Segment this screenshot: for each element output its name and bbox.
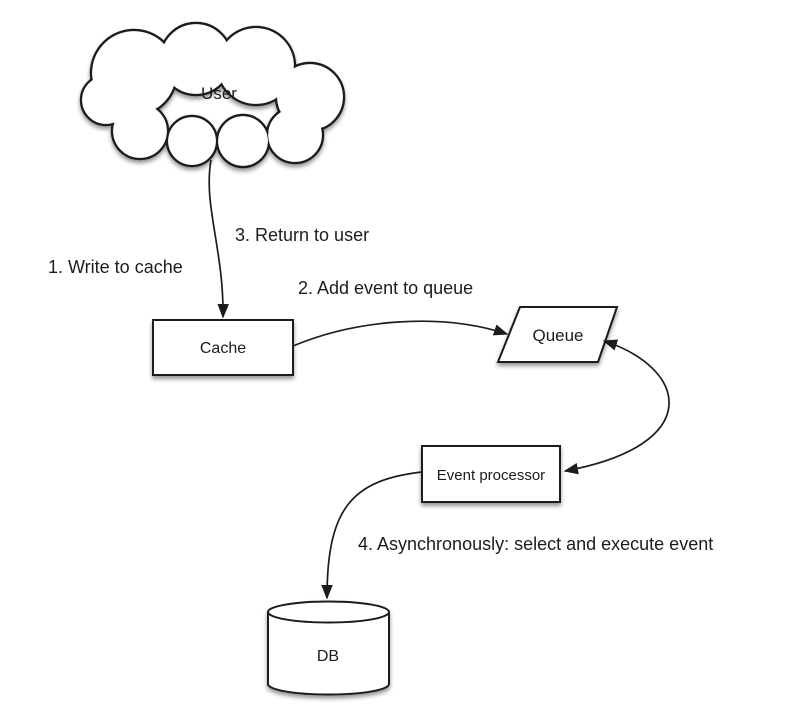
- edge-user-to-cache: [208, 159, 229, 319]
- node-user-label: User: [201, 84, 237, 103]
- step-label-2-add-event-to-queue: 2. Add event to queue: [298, 278, 473, 298]
- node-queue-label: Queue: [532, 326, 583, 345]
- node-event-processor: Event processor: [421, 445, 561, 503]
- node-queue: Queue: [496, 306, 619, 363]
- cache-rect: [152, 319, 294, 376]
- edge-event-processor-to-db: [321, 471, 423, 600]
- node-db-label: DB: [317, 648, 339, 665]
- node-cache: Cache: [152, 319, 294, 376]
- cloud-shape-fill: [82, 24, 343, 166]
- node-user: User: [79, 21, 346, 169]
- node-db: DB: [267, 600, 390, 696]
- step-label-3-return-to-user: 3. Return to user: [235, 225, 369, 245]
- db-cylinder: [267, 600, 390, 696]
- node-cache-label: Cache: [200, 340, 246, 357]
- edge-queue-event-processor: [563, 339, 670, 475]
- step-label-4-asynchronously-select-execute: 4. Asynchronously: select and execute ev…: [358, 534, 713, 554]
- step-label-1-write-to-cache: 1. Write to cache: [48, 257, 183, 277]
- event-processor-rect: [421, 445, 561, 503]
- edge-cache-to-queue: [292, 320, 509, 347]
- node-event-processor-label: Event processor: [437, 467, 545, 484]
